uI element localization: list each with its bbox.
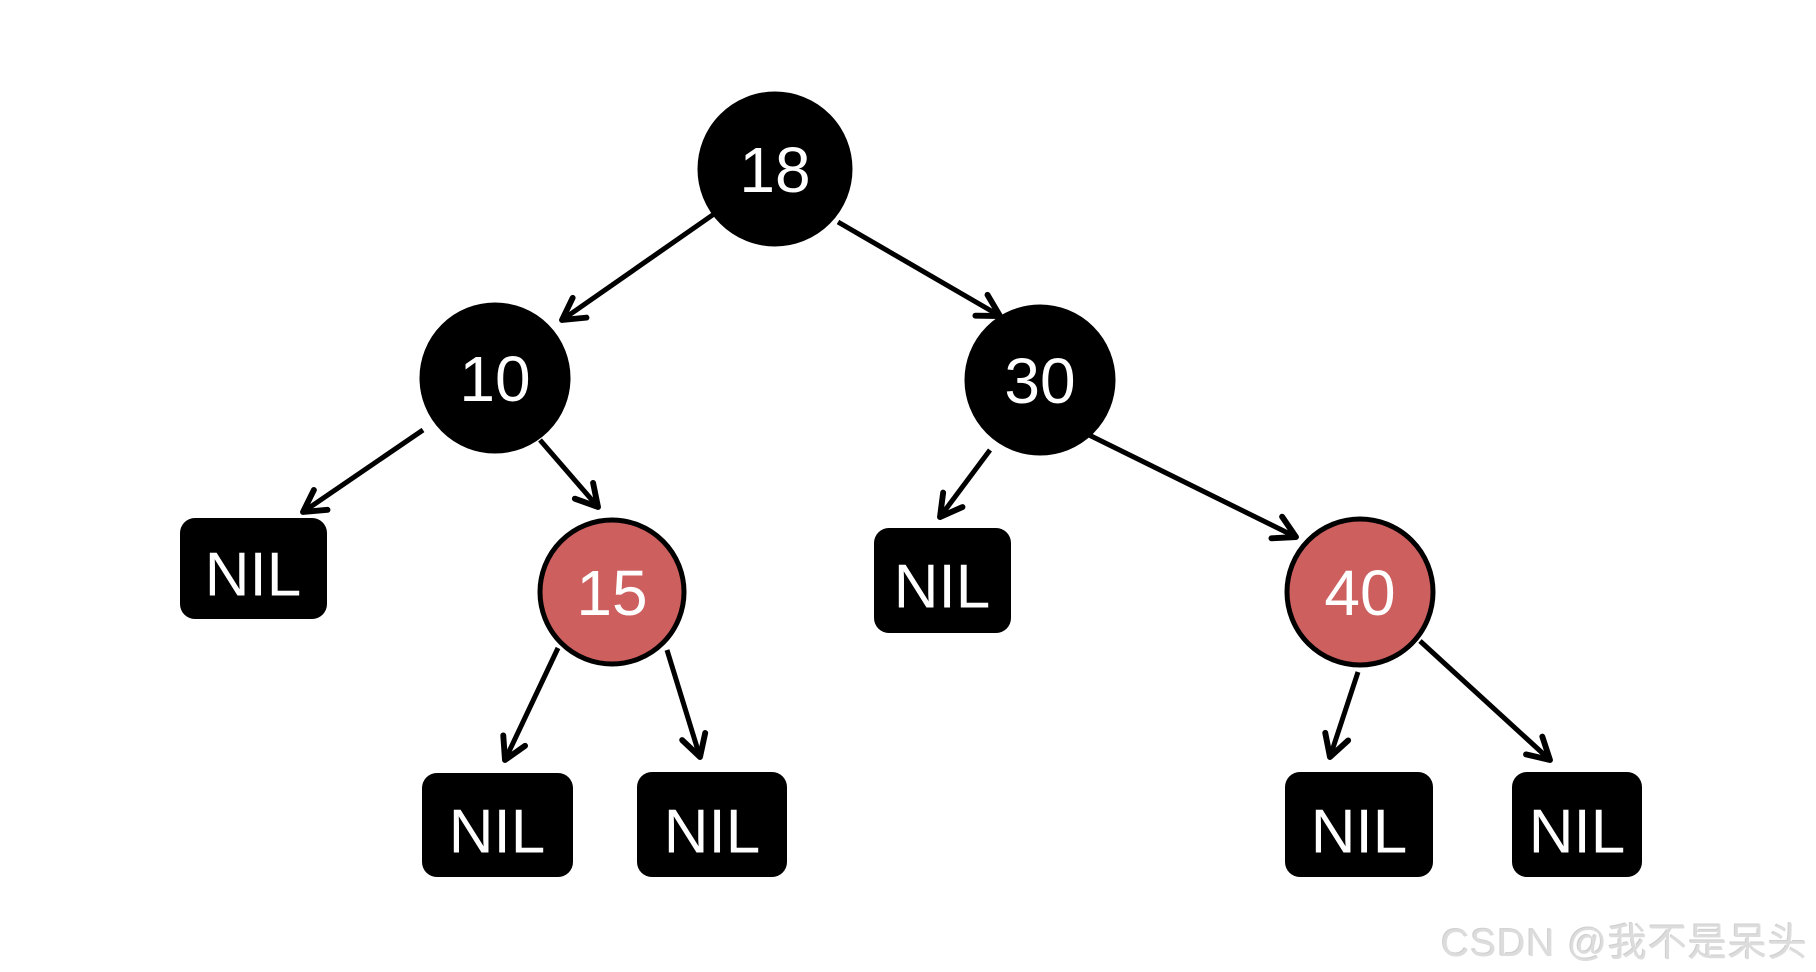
nil-label: NIL xyxy=(664,797,760,866)
nil-box xyxy=(1285,772,1433,877)
nil-leaf-40-left: NIL xyxy=(1285,772,1433,877)
tree-edges xyxy=(300,211,1553,763)
node-10-circle xyxy=(419,302,571,454)
nil-label: NIL xyxy=(205,540,301,609)
node-18-label: 18 xyxy=(739,134,810,206)
tree-node-18: 18 xyxy=(697,91,853,247)
edge-10-nil-left xyxy=(300,427,425,515)
nil-label: NIL xyxy=(1529,797,1625,866)
node-15-circle xyxy=(537,517,687,667)
nil-box xyxy=(1512,772,1642,877)
edge-15-nil-right xyxy=(664,649,709,760)
edge-18-30 xyxy=(836,219,1003,319)
node-18-circle xyxy=(697,91,853,247)
node-15-label: 15 xyxy=(576,557,647,629)
nil-leaf-30-left: NIL xyxy=(874,528,1011,633)
node-40-label: 40 xyxy=(1324,557,1395,629)
edge-30-nil-left xyxy=(937,448,993,520)
node-10-label: 10 xyxy=(459,343,530,415)
nil-leaf-15-left: NIL xyxy=(422,773,573,877)
edge-10-15 xyxy=(538,438,601,510)
nil-box xyxy=(422,773,573,877)
node-30-circle xyxy=(964,304,1116,456)
nil-label: NIL xyxy=(894,552,990,621)
nil-leaf-40-right: NIL xyxy=(1512,772,1642,877)
tree-node-40: 40 xyxy=(1284,516,1436,668)
edge-18-10 xyxy=(559,211,716,323)
nil-label: NIL xyxy=(449,797,545,866)
node-30-label: 30 xyxy=(1004,345,1075,417)
edge-40-nil-left xyxy=(1322,671,1361,760)
edge-15-nil-left xyxy=(500,646,561,763)
tree-node-30: 30 xyxy=(964,304,1116,456)
nil-box xyxy=(874,528,1011,633)
nil-box xyxy=(180,518,327,619)
edge-30-40 xyxy=(1083,430,1299,542)
node-40-circle xyxy=(1284,516,1436,668)
tree-node-15: 15 xyxy=(537,517,687,667)
nil-leaf-10-left: NIL xyxy=(180,518,327,619)
tree-node-10: 10 xyxy=(419,302,571,454)
nil-box xyxy=(637,772,787,877)
edge-40-nil-right xyxy=(1418,639,1553,763)
csdn-watermark: CSDN @我不是呆头 xyxy=(1441,922,1808,965)
nil-label: NIL xyxy=(1311,797,1407,866)
nil-leaf-15-right: NIL xyxy=(637,772,787,877)
